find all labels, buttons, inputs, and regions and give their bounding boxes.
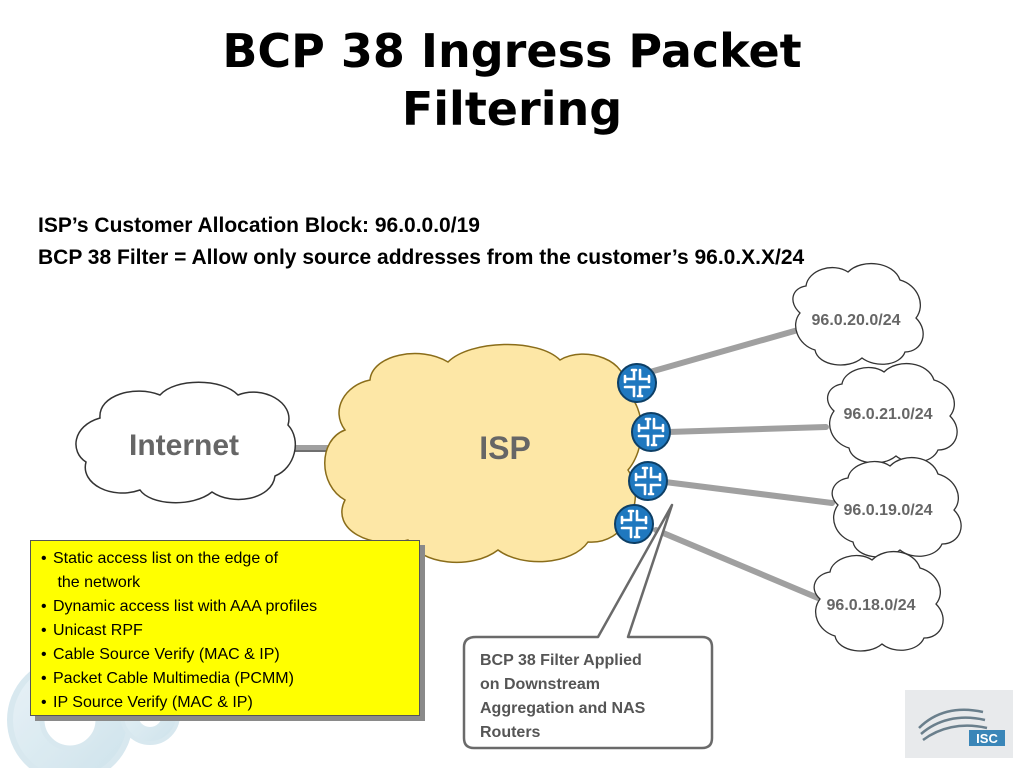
router-icon	[628, 461, 668, 501]
customer-label-20: 96.0.20.0/24	[812, 312, 901, 329]
customer-label-18: 96.0.18.0/24	[827, 597, 916, 614]
customer-label-19: 96.0.19.0/24	[844, 502, 933, 519]
router-icon	[617, 363, 657, 403]
callout-box	[462, 503, 714, 750]
slide-title: BCP 38 Ingress Packet Filtering	[0, 22, 1024, 138]
list-item-text: Unicast RPF	[53, 622, 143, 639]
customer-cloud-21	[826, 362, 958, 464]
isp-cloud	[324, 343, 643, 563]
list-item-text: Dynamic access list with AAA profiles	[53, 598, 318, 615]
list-item: •Packet Cable Multimedia (PCMM)	[41, 667, 411, 691]
router-icon	[614, 504, 654, 544]
isc-logo-icon: ISC	[905, 690, 1013, 758]
link-router3-cust19	[662, 479, 835, 506]
isc-logo-text: ISC	[976, 731, 998, 746]
allocation-block-text: ISP’s Customer Allocation Block: 96.0.0.…	[38, 214, 480, 237]
slide-title-line1: BCP 38 Ingress Packet	[222, 24, 802, 78]
list-item-text: Cable Source Verify (MAC & IP)	[53, 646, 280, 663]
list-item: •Cable Source Verify (MAC & IP)	[41, 643, 411, 667]
customer-label-21: 96.0.21.0/24	[844, 406, 933, 423]
list-item-text: Static access list on the edge of the ne…	[53, 550, 279, 591]
link-router4-cust18	[653, 527, 821, 601]
filter-rule-text: BCP 38 Filter = Allow only source addres…	[38, 246, 805, 269]
customer-cloud-18	[813, 550, 944, 652]
list-item-text: IP Source Verify (MAC & IP)	[53, 694, 253, 711]
customer-cloud-20	[792, 262, 924, 366]
router-icon	[631, 412, 671, 452]
mechanisms-list: •Static access list on the edge of the n…	[30, 540, 420, 716]
list-item: •Static access list on the edge of the n…	[41, 547, 411, 595]
isp-label: ISP	[479, 430, 531, 466]
internet-label: Internet	[129, 429, 239, 462]
link-router2-cust21	[665, 424, 829, 435]
customer-cloud-19	[831, 456, 962, 558]
list-item-text: Packet Cable Multimedia (PCMM)	[53, 670, 294, 687]
list-item: •Dynamic access list with AAA profiles	[41, 595, 411, 619]
list-item: •Unicast RPF	[41, 619, 411, 643]
link-router1-cust20	[647, 325, 808, 375]
slide-title-line2: Filtering	[401, 82, 623, 136]
list-item: •IP Source Verify (MAC & IP)	[41, 691, 411, 715]
callout-text: BCP 38 Filter Applied on Downstream Aggr…	[480, 652, 646, 741]
internet-cloud	[75, 381, 297, 504]
